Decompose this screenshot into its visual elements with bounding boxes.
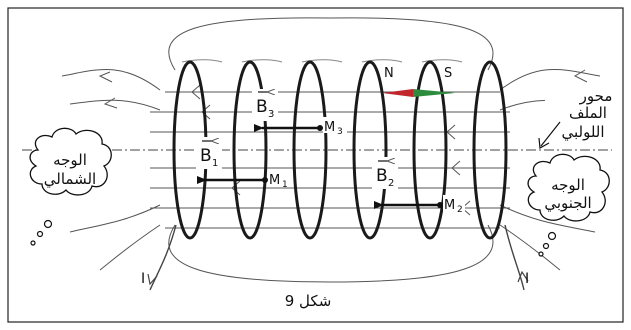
current-label-left: I	[141, 271, 145, 287]
figure-frame	[7, 7, 624, 323]
point-m1	[262, 177, 268, 183]
vector-b3-letter: B	[256, 97, 268, 117]
south-face-line-1: الوجه	[551, 176, 585, 194]
compass-needle	[382, 89, 455, 97]
vector-b1-letter: B	[200, 146, 212, 166]
vector-b1: B 1 M 1	[196, 137, 290, 190]
north-face-callout: الوجه الشمالي	[29, 127, 112, 246]
point-m2	[437, 202, 443, 208]
current-label-right: I	[525, 271, 529, 287]
axis-pointer-arrow	[540, 121, 561, 147]
point-m3-letter: M	[324, 120, 335, 135]
axis-label-line-1: محور	[579, 87, 613, 105]
south-face-callout: الوجه الجنوبي	[527, 153, 610, 257]
axis-label-line-3: اللولبي	[561, 123, 604, 142]
axis-label: محور الملف اللولبي	[538, 86, 615, 149]
point-m3-sub: 3	[337, 127, 343, 137]
solenoid-coil	[149, 59, 525, 291]
axis-label-line-2: الملف	[569, 104, 607, 122]
needle-south-label: S	[444, 66, 452, 81]
vector-b2: B 2 M 2	[372, 157, 465, 215]
vector-b2-letter: B	[376, 166, 388, 186]
needle-north-half	[382, 89, 413, 97]
vector-b2-sub: 2	[388, 178, 394, 189]
outer-field-lines	[61, 17, 601, 283]
figure-caption: شكل 9	[285, 292, 332, 310]
vector-b3-sub: 3	[268, 109, 274, 120]
north-face-line-2: الشمالي	[44, 170, 96, 189]
needle-north-label: N	[384, 66, 394, 81]
north-face-line-1: الوجه	[53, 151, 87, 169]
point-m1-letter: M	[269, 173, 280, 188]
vector-b1-sub: 1	[212, 158, 218, 169]
point-m2-sub: 2	[457, 205, 463, 215]
vector-b3: B 3 M 3	[252, 89, 347, 137]
current-lead-arrows	[147, 270, 529, 286]
point-m3	[317, 125, 323, 131]
point-m1-sub: 1	[282, 180, 288, 190]
needle-south-half	[413, 89, 455, 97]
point-m2-letter: M	[444, 198, 455, 213]
south-face-line-2: الجنوبي	[544, 194, 591, 213]
